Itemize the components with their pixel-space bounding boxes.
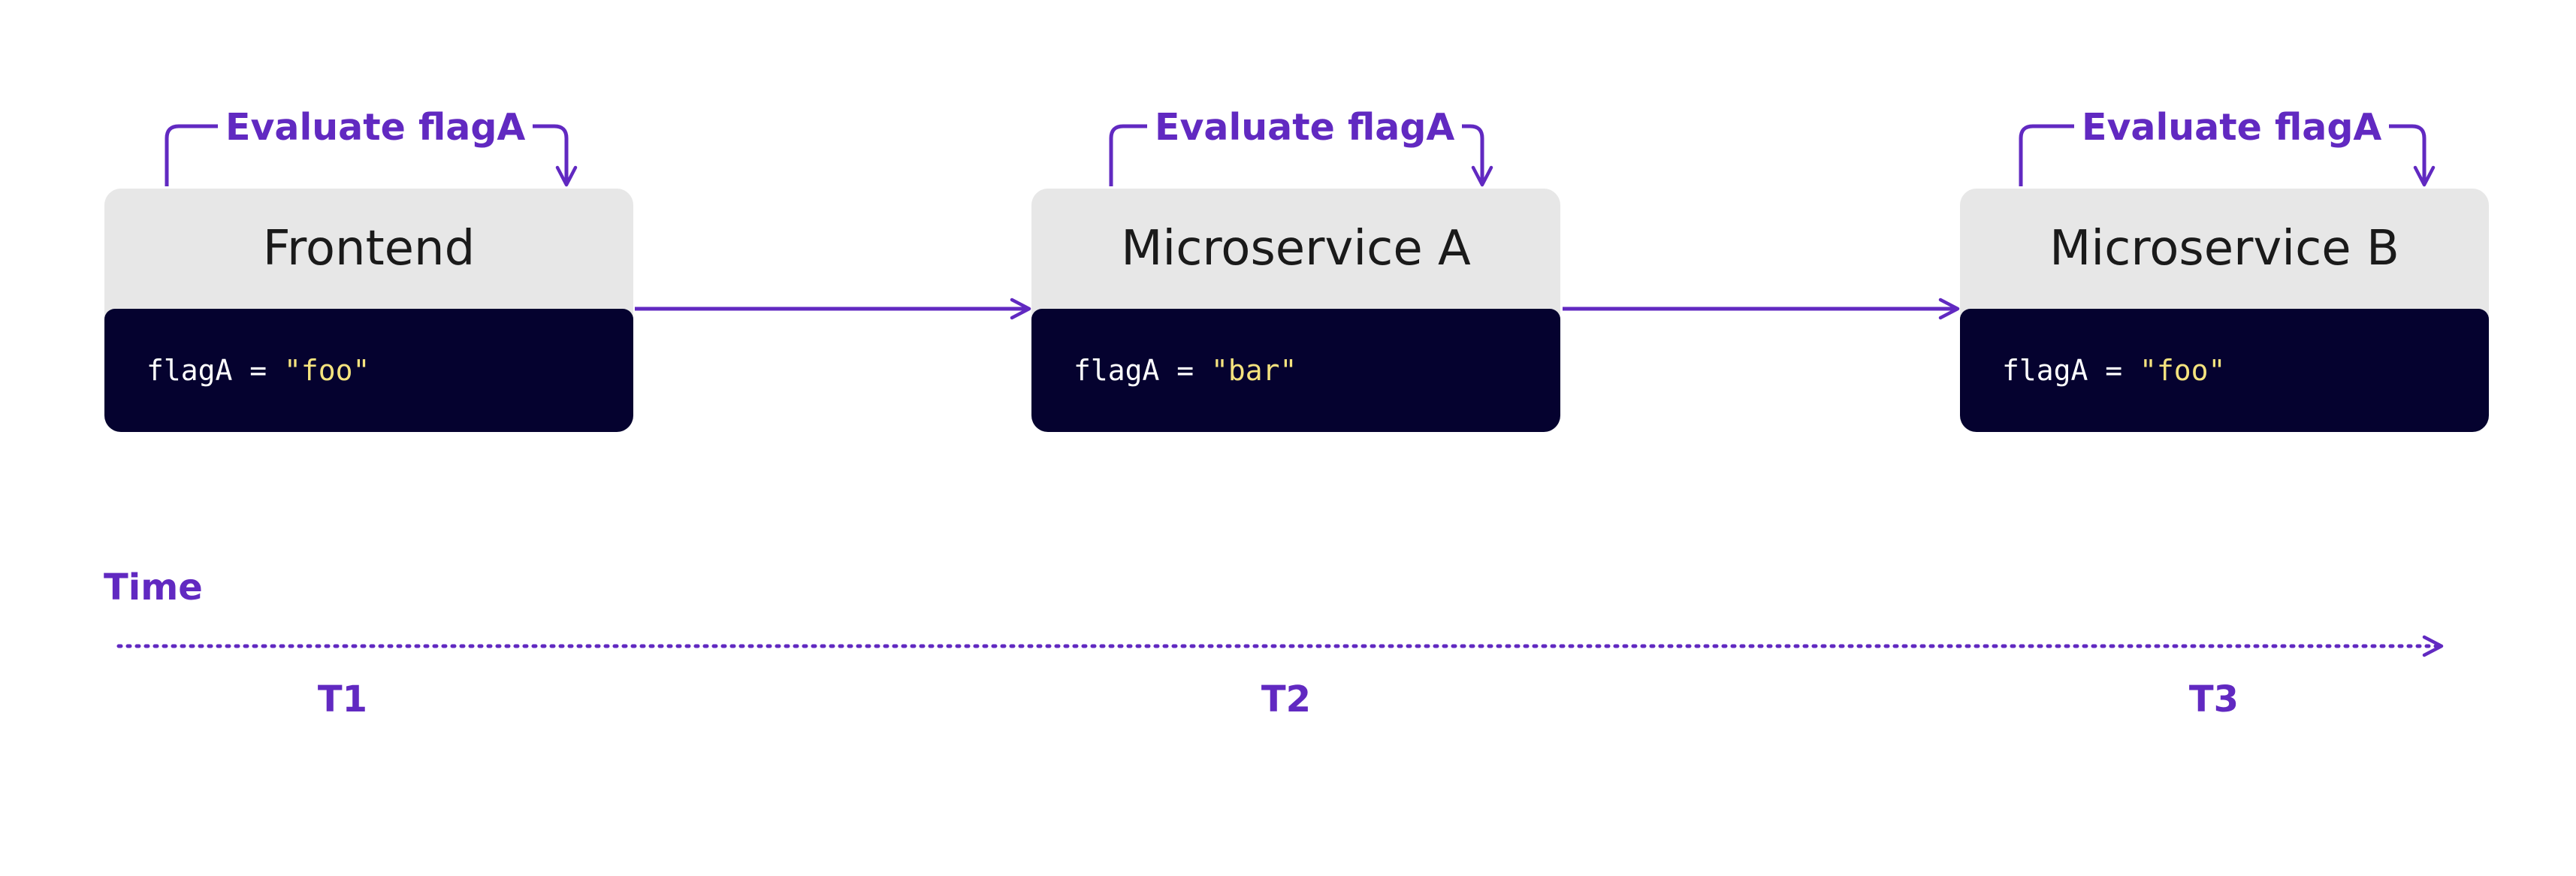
code-prefix: flagA = xyxy=(2002,354,2140,387)
service-title: Microservice A xyxy=(1121,221,1471,276)
timeline-label: Time xyxy=(104,566,203,609)
service-box-microservice-a: Microservice A flagA = "bar" xyxy=(1031,189,1560,432)
code-value: "foo" xyxy=(2140,354,2226,387)
timeline-tick-t1: T1 xyxy=(317,678,368,720)
code-panel: flagA = "bar" xyxy=(1031,309,1560,432)
code-panel: flagA = "foo" xyxy=(104,309,633,432)
eval-label-frontend: Evaluate flagA xyxy=(218,104,533,150)
eval-label-microservice-a: Evaluate flagA xyxy=(1147,104,1463,150)
timeline-tick-t3: T3 xyxy=(2188,678,2239,720)
timeline-tick-t2: T2 xyxy=(1261,678,1312,720)
service-title: Frontend xyxy=(262,221,476,276)
service-box-microservice-b: Microservice B flagA = "foo" xyxy=(1960,189,2489,432)
code-value: "foo" xyxy=(284,354,370,387)
service-title: Microservice B xyxy=(2049,221,2399,276)
code-prefix: flagA = xyxy=(1074,354,1212,387)
code-prefix: flagA = xyxy=(146,354,285,387)
code-value: "bar" xyxy=(1211,354,1297,387)
code-panel: flagA = "foo" xyxy=(1960,309,2489,432)
eval-label-microservice-b: Evaluate flagA xyxy=(2074,104,2390,150)
service-box-frontend: Frontend flagA = "foo" xyxy=(104,189,633,432)
